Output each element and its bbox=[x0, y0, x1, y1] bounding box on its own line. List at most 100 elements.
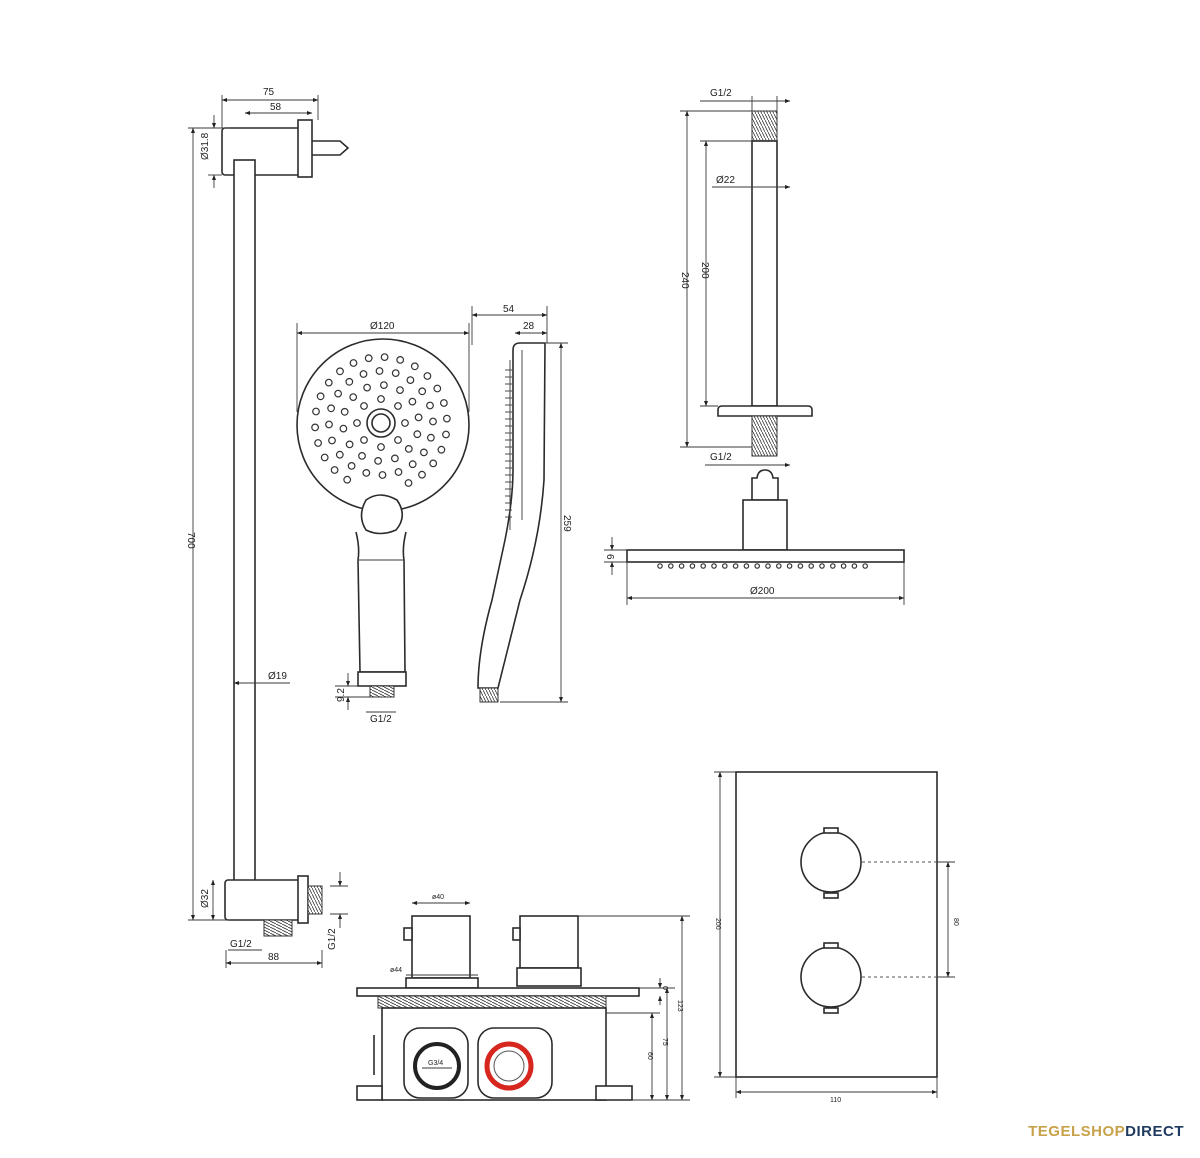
nozzle bbox=[340, 407, 349, 416]
nozzle bbox=[374, 457, 383, 465]
brand-logo: TEGELSHOPDIRECT bbox=[1028, 1123, 1184, 1140]
dim-plate-height: 200 bbox=[714, 918, 721, 930]
nozzle bbox=[657, 563, 663, 569]
dim-overall-depth: 75 bbox=[263, 87, 275, 98]
nozzle bbox=[336, 367, 344, 376]
thermostat-body: G3/4 ø40 ø44 123 75 60 0 bbox=[356, 894, 690, 1101]
nozzle bbox=[413, 430, 422, 439]
dim-wall-dia: ø44 bbox=[390, 967, 402, 974]
nozzle bbox=[437, 445, 446, 454]
nozzle bbox=[394, 402, 402, 410]
dim-head-dia: Ø200 bbox=[750, 586, 775, 597]
nozzle bbox=[377, 443, 385, 451]
nozzle bbox=[375, 367, 384, 375]
nozzle bbox=[363, 383, 372, 392]
nozzle bbox=[443, 414, 451, 423]
dim-head-thickness: 6 bbox=[604, 554, 615, 560]
nozzle bbox=[442, 430, 450, 439]
dim-inlet: G3/4 bbox=[428, 1060, 443, 1067]
nozzle bbox=[404, 479, 413, 487]
hand-shower-front: Ø120 9.2 G1/2 bbox=[296, 321, 470, 725]
nozzle bbox=[700, 563, 707, 569]
nozzle bbox=[427, 433, 435, 442]
nozzle bbox=[862, 563, 869, 569]
nozzle bbox=[339, 424, 348, 433]
nozzle bbox=[426, 401, 434, 410]
dim-hand-length: 259 bbox=[561, 515, 572, 532]
nozzle bbox=[775, 563, 782, 569]
dim-box: 60 bbox=[646, 1052, 653, 1060]
nozzle bbox=[330, 466, 339, 474]
nozzle bbox=[391, 454, 399, 463]
dim-knob-dia: ø40 bbox=[432, 894, 444, 901]
dim-thread-left: G1/2 bbox=[230, 939, 252, 950]
nozzle bbox=[345, 377, 354, 386]
nozzle bbox=[324, 378, 333, 387]
nozzle bbox=[678, 563, 685, 569]
nozzle bbox=[754, 563, 761, 569]
nozzle bbox=[711, 563, 717, 569]
nozzle bbox=[721, 563, 728, 569]
nozzle bbox=[380, 353, 389, 362]
head-nozzles bbox=[657, 563, 869, 569]
nozzle bbox=[316, 392, 325, 401]
nozzle bbox=[408, 460, 417, 469]
nozzle bbox=[433, 384, 442, 393]
nozzle bbox=[420, 448, 428, 457]
nozzle bbox=[314, 439, 323, 447]
dim-mid: 75 bbox=[661, 1038, 668, 1046]
nozzle bbox=[689, 563, 696, 569]
brand-part1: TEGELSHOP bbox=[1028, 1123, 1126, 1140]
nozzle bbox=[408, 397, 417, 406]
front-plate: 200 80 110 bbox=[714, 771, 959, 1104]
nozzle bbox=[325, 420, 333, 429]
nozzle bbox=[328, 436, 336, 445]
nozzle bbox=[360, 402, 368, 410]
dim-hand-thread: G1/2 bbox=[370, 714, 392, 725]
nozzle bbox=[418, 470, 426, 479]
nozzle bbox=[335, 450, 344, 459]
nozzle bbox=[353, 419, 361, 427]
nozzle bbox=[410, 362, 419, 371]
nozzle bbox=[327, 404, 336, 413]
dim-knob-spacing: 80 bbox=[952, 918, 959, 926]
nozzle bbox=[797, 563, 804, 569]
dim-flush: 0 bbox=[661, 986, 668, 990]
nozzle bbox=[732, 563, 739, 569]
nozzle bbox=[312, 407, 320, 416]
dim-bottom-dia: Ø32 bbox=[200, 889, 211, 908]
nozzle bbox=[378, 471, 387, 479]
nozzle bbox=[362, 469, 371, 477]
nozzle bbox=[364, 354, 373, 363]
nozzle bbox=[377, 395, 385, 403]
dim-head-thread-top: G1/2 bbox=[710, 88, 732, 99]
nozzle bbox=[429, 459, 438, 468]
nozzle bbox=[349, 393, 358, 402]
nozzle bbox=[786, 563, 793, 569]
dim-holder-depth: 58 bbox=[270, 102, 282, 113]
brand-part2: DIRECT bbox=[1125, 1123, 1184, 1140]
nozzle bbox=[358, 452, 366, 460]
dim-arm-total: 240 bbox=[679, 272, 690, 289]
side-nozzles bbox=[505, 369, 512, 518]
nozzle bbox=[334, 389, 343, 398]
nozzle bbox=[394, 468, 403, 476]
nozzle bbox=[343, 475, 352, 484]
dim-length: 700 bbox=[185, 532, 196, 549]
nozzle bbox=[394, 436, 402, 444]
nozzle bbox=[396, 356, 405, 364]
nozzle bbox=[418, 387, 427, 396]
nozzle bbox=[808, 563, 815, 569]
nozzle bbox=[360, 436, 368, 444]
nozzle bbox=[404, 445, 413, 453]
dim-arm-length: 200 bbox=[699, 262, 710, 279]
spray-nozzles bbox=[311, 353, 451, 487]
nozzle bbox=[347, 462, 356, 470]
nozzle bbox=[414, 413, 423, 422]
nozzle bbox=[401, 419, 409, 427]
nozzle bbox=[819, 563, 825, 569]
nozzle bbox=[829, 563, 836, 569]
nozzle bbox=[440, 399, 448, 407]
head-shower: G1/2 240 200 Ø22 G1/2 6 Ø200 bbox=[604, 88, 905, 605]
